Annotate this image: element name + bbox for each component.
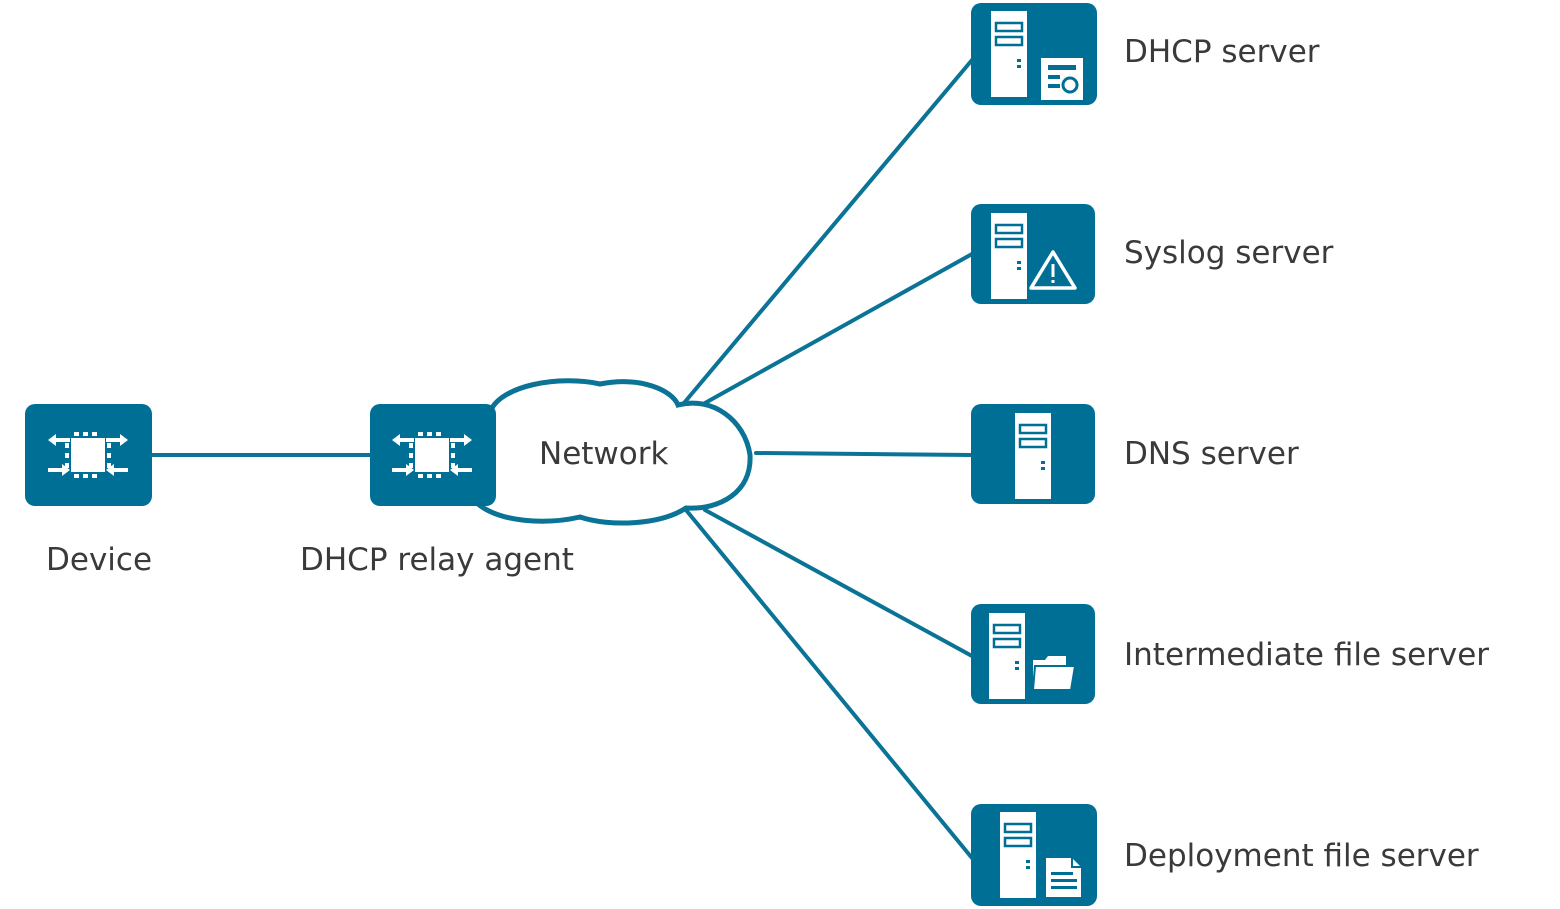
intermediate-file-server-label: Intermediate file server [1124, 637, 1490, 673]
document-icon [1046, 858, 1081, 897]
deployment-file-server-node[interactable] [971, 804, 1097, 906]
server-tower-icon [998, 810, 1038, 900]
link-network-intermediate [703, 508, 974, 658]
relay-label: DHCP relay agent [300, 542, 574, 578]
dns-server-label: DNS server [1124, 436, 1299, 472]
relay-node[interactable] [370, 404, 496, 506]
device-node[interactable] [25, 404, 152, 506]
link-network-deployment [684, 508, 974, 860]
syslog-server-node[interactable] [971, 204, 1095, 304]
device-label: Device [46, 542, 153, 578]
server-tower-icon [989, 9, 1029, 99]
syslog-server-label: Syslog server [1124, 235, 1334, 271]
intermediate-file-server-node[interactable] [971, 604, 1095, 704]
link-network-dhcp [682, 58, 974, 405]
server-tower-icon [987, 611, 1027, 701]
folder-icon [1031, 656, 1077, 691]
warning-triangle-icon [1029, 250, 1077, 290]
dhcp-server-label: DHCP server [1124, 34, 1320, 70]
cloud-icon [475, 378, 753, 526]
link-network-dns [754, 451, 974, 457]
dhcp-server-node[interactable] [971, 3, 1097, 105]
settings-form-icon [1041, 58, 1083, 100]
dns-server-node[interactable] [971, 404, 1095, 504]
server-tower-icon [989, 211, 1029, 301]
deployment-file-server-label: Deployment file server [1124, 838, 1479, 874]
network-label: Network [539, 436, 669, 472]
server-tower-icon [1013, 411, 1053, 501]
link-network-syslog [703, 252, 974, 405]
